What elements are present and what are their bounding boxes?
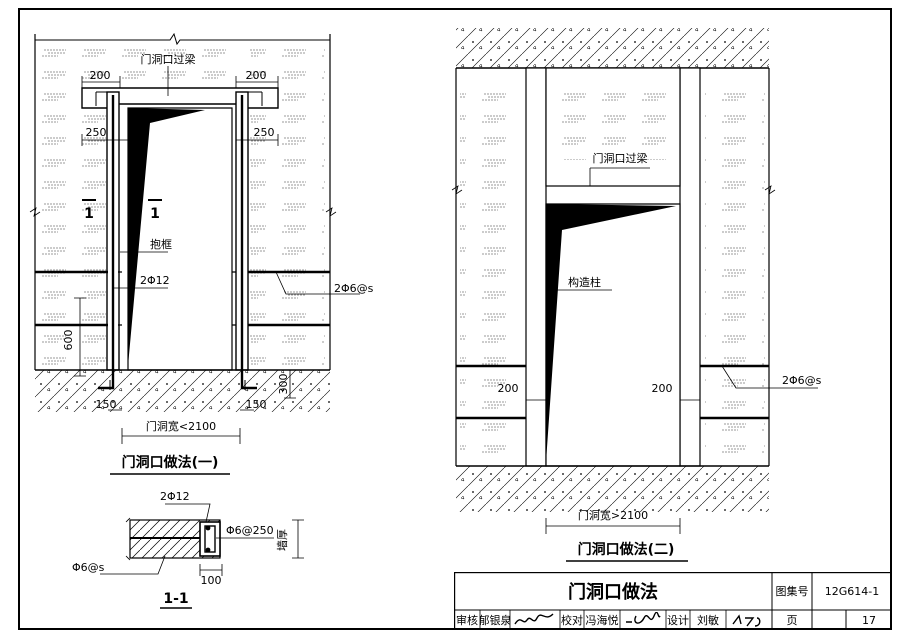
right-column-label: 构造柱: [568, 275, 601, 289]
detail-one: [29, 32, 360, 444]
title-block-title: 门洞口做法: [568, 582, 658, 603]
left-bar-2phi12: 2Φ12: [140, 274, 170, 287]
designer-signature: [726, 610, 772, 630]
left-dim-600: 600: [62, 330, 75, 351]
section-wall-thickness: 墙厚: [275, 529, 289, 551]
design-label: 设计: [667, 614, 689, 627]
checker-name: 冯海悦: [585, 614, 619, 627]
section-mark-right: 1: [150, 206, 160, 222]
section-1-1: [100, 503, 304, 609]
left-dim-250-a: 250: [86, 126, 107, 139]
check-label: 校对: [561, 614, 583, 627]
right-bar-2phi6s: 2Φ6@s: [782, 374, 822, 387]
atlas-number: 12G614-1: [824, 584, 880, 598]
left-dim-200-a: 200: [90, 69, 111, 82]
checker-signature: [620, 610, 666, 630]
left-dim-150-b: 150: [246, 398, 267, 411]
detail-two: [451, 28, 818, 534]
section-stirrup: Φ6@250: [226, 524, 274, 537]
left-beam-label: 门洞口过梁: [141, 52, 196, 66]
atlas-label: 图集号: [775, 585, 809, 598]
page-label: 页: [786, 614, 798, 627]
caption-detail-two: 门洞口做法(二): [578, 541, 675, 558]
left-bar-2phi6s: 2Φ6@s: [334, 282, 374, 295]
section-dim-100: 100: [201, 574, 222, 587]
title-block-grid: [454, 572, 892, 630]
right-opening-width: 门洞宽>2100: [578, 508, 648, 522]
right-beam-label: 门洞口过梁: [593, 151, 648, 165]
left-dim-200-b: 200: [246, 69, 267, 82]
caption-section: 1-1: [163, 591, 188, 607]
left-opening-width: 门洞宽<2100: [146, 419, 216, 433]
title-block: 门洞口做法 图集号 12G614-1 审核 郁银泉 校对 冯海悦 设计 刘敏 页…: [454, 572, 892, 630]
left-dim-250-b: 250: [254, 126, 275, 139]
frame-label: 抱框: [150, 237, 172, 251]
reviewer-signature: [510, 610, 560, 630]
caption-detail-one: 门洞口做法(一): [122, 454, 219, 471]
page-number: 17: [862, 613, 876, 627]
section-mark-left: 1: [84, 206, 94, 222]
right-dim-200-b: 200: [652, 382, 673, 395]
left-dim-300: 300: [277, 374, 290, 395]
designer-name: 刘敏: [697, 614, 719, 627]
reviewer-name: 郁银泉: [480, 614, 510, 627]
review-label: 审核: [456, 614, 478, 627]
left-dim-150-a: 150: [96, 398, 117, 411]
right-dim-200-a: 200: [498, 382, 519, 395]
section-bar-phi6s: Φ6@s: [72, 561, 105, 574]
section-bar-2phi12: 2Φ12: [160, 490, 190, 503]
